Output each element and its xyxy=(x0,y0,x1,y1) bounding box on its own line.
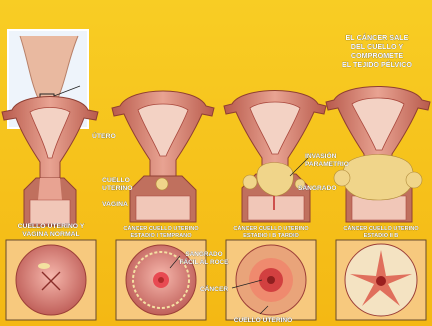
label-normal-2: VAGINA NORMAL xyxy=(22,231,79,238)
label-stage1-2: ESTADIO I TEMPRANO xyxy=(130,233,192,239)
label-sangrado-roce-2: FÁCIL AL ROCE xyxy=(180,257,230,266)
label-cuello-2: UTERINO xyxy=(102,185,133,192)
label-spread-3: COMPROMETE xyxy=(351,51,404,60)
label-cancer: CÁNCER xyxy=(200,284,228,293)
label-sangrado-roce-1: SANGRADO xyxy=(185,251,222,258)
label-stage2b-2: ESTADIO II B xyxy=(364,233,399,239)
label-cuello-1: CUELLO xyxy=(102,177,130,184)
label-invasion-2: PARAMETRIO xyxy=(305,161,349,168)
label-vagina: VAGINA xyxy=(102,201,128,208)
label-spread-4: EL TEJIDO PÉLVICO xyxy=(342,60,412,69)
label-stage1b-1: CÁNCER CUELLO UTERINO xyxy=(233,225,309,232)
label-sangrado: SANGRADO xyxy=(298,185,336,192)
label-invasion-1: INVASIÓN xyxy=(305,151,337,160)
label-normal-1: CUELLO UTERINO Y xyxy=(18,223,85,230)
label-stage2b-1: CÁNCER CUELLO UTERINO xyxy=(343,225,419,232)
cervix-view-stage-1b xyxy=(226,240,316,320)
label-utero: ÚTERO xyxy=(92,131,116,140)
cervix-view-normal xyxy=(6,240,96,320)
label-cuello-bottom: CUELLO UTERINO xyxy=(234,317,293,324)
cervix-view-stage-2b xyxy=(336,240,426,320)
uterus-normal xyxy=(2,97,98,227)
label-stage1-1: CÁNCER CUELLO UTERINO xyxy=(123,225,199,232)
uterus-stage-2b xyxy=(326,87,430,223)
label-spread-2: DEL CUELLO Y xyxy=(351,42,404,51)
label-spread-1: EL CÁNCER SALE xyxy=(346,33,409,42)
label-stage1b-2: ESTADIO I B TARDIO xyxy=(243,233,299,239)
